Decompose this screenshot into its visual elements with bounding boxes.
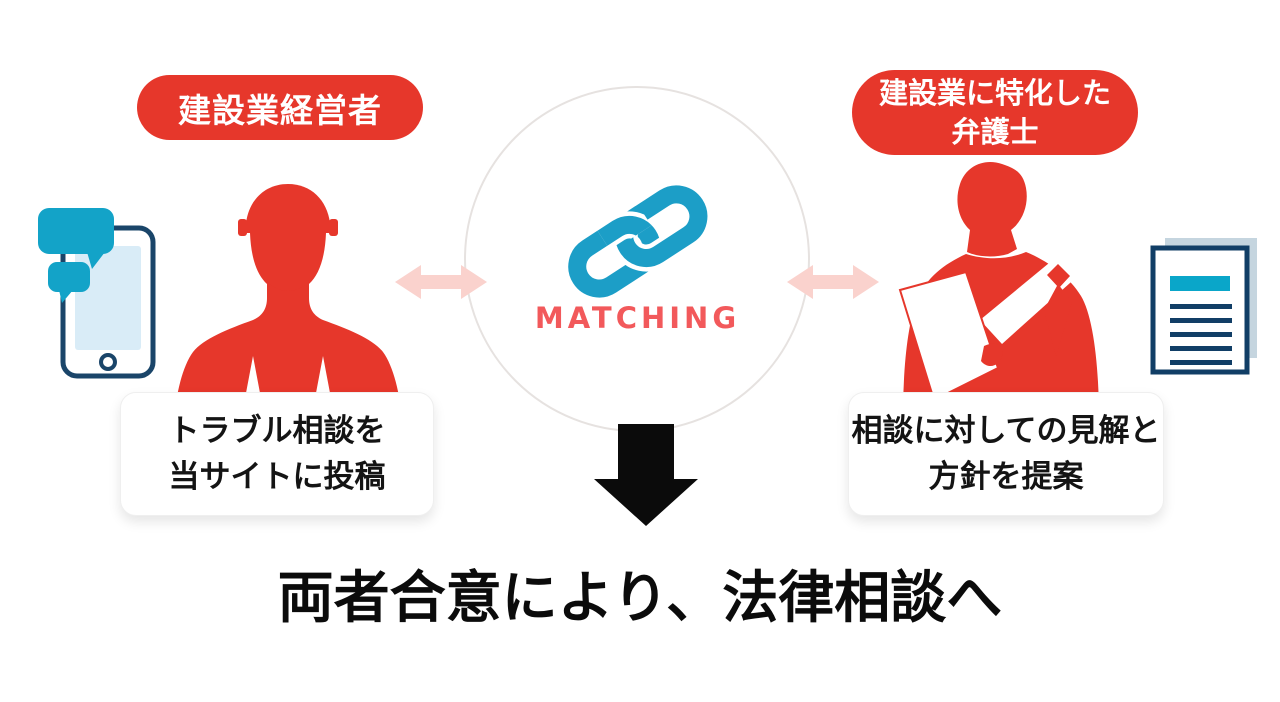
badge-construction-owner-label: 建設業経営者 (178, 90, 382, 130)
note-propose-policy-line2: 方針を提案 (928, 459, 1084, 495)
badge-specialized-lawyer-line1: 建設業に特化した (878, 76, 1111, 111)
pink-double-arrow-left (395, 263, 487, 301)
lawyer-silhouette (898, 158, 1103, 420)
note-post-trouble: トラブル相談を 当サイトに投稿 (120, 392, 434, 516)
note-post-trouble-line2: 当サイトに投稿 (168, 459, 386, 495)
badge-construction-owner: 建設業経営者 (137, 75, 423, 140)
note-propose-policy-line1: 相談に対しての見解と (851, 412, 1161, 449)
note-post-trouble-line1: トラブル相談を (168, 412, 386, 449)
headline: 両者合意により、法律相談へ (277, 566, 1003, 631)
pink-double-arrow-right (787, 263, 879, 301)
black-down-arrow (594, 424, 698, 526)
matching-label: MATCHING (534, 301, 741, 335)
note-propose-policy: 相談に対しての見解と 方針を提案 (848, 392, 1164, 516)
document-icon (1148, 236, 1260, 376)
badge-specialized-lawyer: 建設業に特化した 弁護士 (852, 70, 1138, 155)
chain-link-icon (552, 176, 722, 308)
smartphone-chat-icon (35, 198, 165, 383)
badge-specialized-lawyer-line2: 弁護士 (951, 114, 1039, 149)
